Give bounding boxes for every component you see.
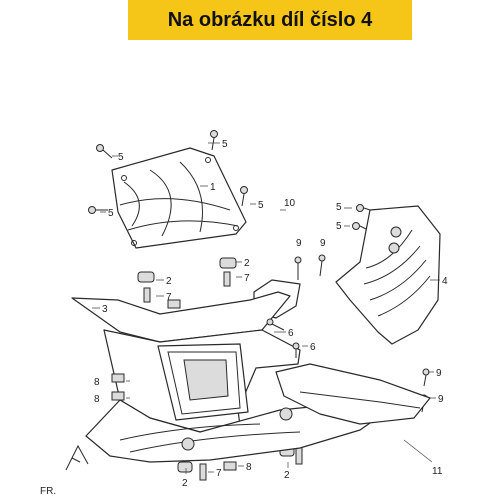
callout-7: 7 xyxy=(244,273,250,284)
callout-9: 9 xyxy=(296,238,302,249)
callout-11: 11 xyxy=(432,466,443,477)
callout-1: 1 xyxy=(210,182,216,193)
screw-5-top-center[interactable] xyxy=(210,130,218,151)
screw-9-c[interactable] xyxy=(422,368,430,387)
screw-9-a[interactable] xyxy=(294,256,302,280)
callout-8: 8 xyxy=(94,394,100,405)
clip-8-c[interactable] xyxy=(223,461,237,471)
callout-10: 10 xyxy=(284,198,296,209)
screw-7-left[interactable] xyxy=(143,287,151,303)
callout-8: 8 xyxy=(94,377,100,388)
part-1-upper-panel[interactable] xyxy=(111,147,247,249)
callout-8: 8 xyxy=(246,462,252,473)
callout-6: 6 xyxy=(288,328,294,339)
screw-6-b[interactable] xyxy=(292,342,300,358)
callout-2: 2 xyxy=(166,276,172,287)
screw-6-a[interactable] xyxy=(266,318,285,331)
callout-5: 5 xyxy=(258,200,264,211)
callout-2: 2 xyxy=(244,258,250,269)
screw-7-bottom-a[interactable] xyxy=(199,463,207,481)
callout-2: 2 xyxy=(284,470,290,481)
callout-4: 4 xyxy=(442,276,448,287)
part-3-floor-panel[interactable] xyxy=(71,291,431,463)
callout-9: 9 xyxy=(438,394,444,405)
clip-8-b[interactable] xyxy=(111,391,125,401)
front-direction-label: FR. xyxy=(40,486,56,497)
clip-2-bottom-a[interactable] xyxy=(177,461,193,473)
clip-8-a[interactable] xyxy=(111,373,125,383)
screw-5-top-left[interactable] xyxy=(96,144,113,159)
screw-9-b[interactable] xyxy=(318,254,326,277)
callout-5: 5 xyxy=(118,152,124,163)
callout-6: 6 xyxy=(310,342,316,353)
part-number-banner: Na obrázku díl číslo 4 xyxy=(128,0,412,40)
front-direction-arrow xyxy=(65,444,89,471)
callout-7: 7 xyxy=(216,468,222,479)
callout-9: 9 xyxy=(436,368,442,379)
callout-5: 5 xyxy=(222,139,228,150)
screw-7-center[interactable] xyxy=(223,271,231,287)
clip-2-center[interactable] xyxy=(219,257,237,269)
screw-5-left[interactable] xyxy=(88,206,109,214)
clip-8-d[interactable] xyxy=(167,299,181,309)
callout-5: 5 xyxy=(336,202,342,213)
callout-3: 3 xyxy=(102,304,108,315)
clip-2-left[interactable] xyxy=(137,271,155,283)
callout-2: 2 xyxy=(182,478,188,489)
callout-5: 5 xyxy=(336,221,342,232)
callout-9: 9 xyxy=(320,238,326,249)
part-4-side-cover[interactable] xyxy=(335,205,441,345)
screw-5-right[interactable] xyxy=(240,186,248,207)
callout-5: 5 xyxy=(108,208,114,219)
callout-7: 7 xyxy=(166,292,172,303)
